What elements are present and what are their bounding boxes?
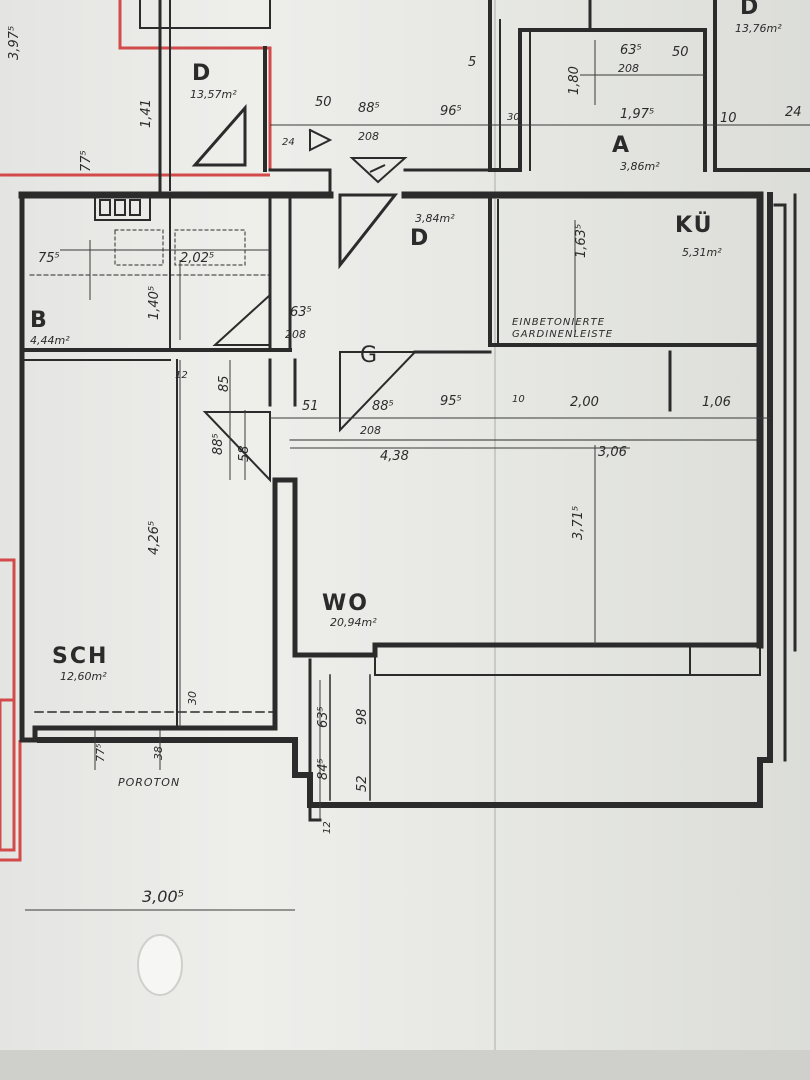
dim-label: 12	[322, 821, 333, 834]
dim-label: 1,80	[567, 66, 582, 95]
dim-label: 30	[186, 691, 199, 705]
room-code-sch: SCH	[52, 644, 108, 669]
dim-label: 2,00	[570, 395, 599, 410]
dim-label: 10	[512, 394, 525, 405]
dim-label: 88⁵	[211, 433, 226, 455]
dim-label: 1,41	[139, 99, 154, 128]
dim-label: 52	[355, 775, 370, 792]
room-code-d-mid: D	[410, 226, 430, 251]
dim-label: 2,02⁵	[180, 251, 214, 266]
dim-label: 4,38	[380, 449, 409, 464]
dim-label: 1,63⁵	[574, 224, 589, 258]
room-area-a: 3,86m²	[620, 160, 660, 173]
dim-label: 5	[468, 55, 476, 70]
red-neighbour-outline	[0, 0, 272, 862]
room-code-wo: WO	[322, 591, 369, 616]
room-code-ku: KÜ	[675, 212, 714, 238]
dim-label: 30	[507, 112, 520, 123]
room-area-ku: 5,31m²	[682, 246, 722, 259]
note-poroton: POROTON	[118, 776, 180, 789]
dim-label: 96⁵	[440, 104, 462, 119]
dim-label: 58	[237, 445, 252, 462]
room-code-a: A	[612, 133, 631, 158]
dim-label: 10	[720, 111, 737, 126]
dim-label: 95⁵	[440, 394, 462, 409]
dim-label: 50	[672, 45, 689, 60]
dimension-labels: 3,97⁵ 1,41 50 88⁵ 96⁵ 208 5 1,80 63⁵ 208…	[7, 26, 802, 906]
dim-label: 3,00⁵	[142, 887, 184, 906]
dim-label: 3,06	[598, 445, 627, 460]
dim-label: 208	[360, 424, 381, 437]
room-code-d-top-right: D	[740, 0, 760, 20]
arrow-down-icon	[349, 157, 408, 184]
dim-label: 84⁵	[316, 758, 331, 780]
dim-label: 77⁵	[94, 744, 107, 762]
dim-label: 63⁵	[290, 305, 312, 320]
dim-label: 3,97⁵	[7, 26, 22, 60]
room-code-b: B	[30, 308, 49, 333]
dim-label: 51	[302, 399, 319, 414]
walls	[18, 0, 810, 822]
dim-label: 98	[355, 708, 370, 725]
room-area-d-top: 13,57m²	[190, 88, 237, 101]
dim-label: 24	[785, 105, 802, 120]
dim-label: 1,06	[702, 395, 731, 410]
dim-label: 1,40⁵	[147, 286, 162, 320]
punch-hole	[137, 934, 183, 996]
dim-label: 88⁵	[358, 101, 380, 116]
dim-label: 38	[152, 746, 165, 760]
room-code-g: G	[360, 343, 377, 368]
dim-label: 63⁵	[316, 706, 331, 728]
dim-label: 208	[618, 62, 639, 75]
paper-bottom-edge	[0, 1050, 810, 1080]
dim-label: 50	[315, 95, 332, 110]
dim-label: 63⁵	[620, 43, 642, 58]
dim-label: 24	[282, 137, 295, 148]
dim-label: 77⁵	[79, 150, 94, 172]
arrow-stroke	[369, 164, 386, 173]
dim-label: 1,97⁵	[620, 107, 654, 122]
note-gardinen-line2: GARDINENLEISTE	[512, 329, 613, 340]
dim-label: 3,71⁵	[571, 506, 586, 540]
dim-label: 12	[175, 370, 188, 381]
room-area-sch: 12,60m²	[60, 670, 107, 683]
dim-label: 4,26⁵	[147, 521, 162, 555]
room-area-d-top-right: 13,76m²	[735, 22, 782, 35]
room-area-b: 4,44m²	[30, 334, 70, 347]
dim-label: 208	[285, 328, 306, 341]
room-area-wo: 20,94m²	[330, 616, 377, 629]
dim-label: 85	[217, 375, 232, 392]
dim-label: 208	[358, 130, 379, 143]
room-area-d-mid: 3,84m²	[415, 212, 455, 225]
note-gardinen-line1: EINBETONIERTE	[512, 317, 605, 328]
dim-label: 88⁵	[372, 399, 394, 414]
dimension-lines	[25, 40, 810, 911]
room-code-d-top: D	[192, 61, 212, 86]
dim-label: 75⁵	[38, 251, 60, 266]
